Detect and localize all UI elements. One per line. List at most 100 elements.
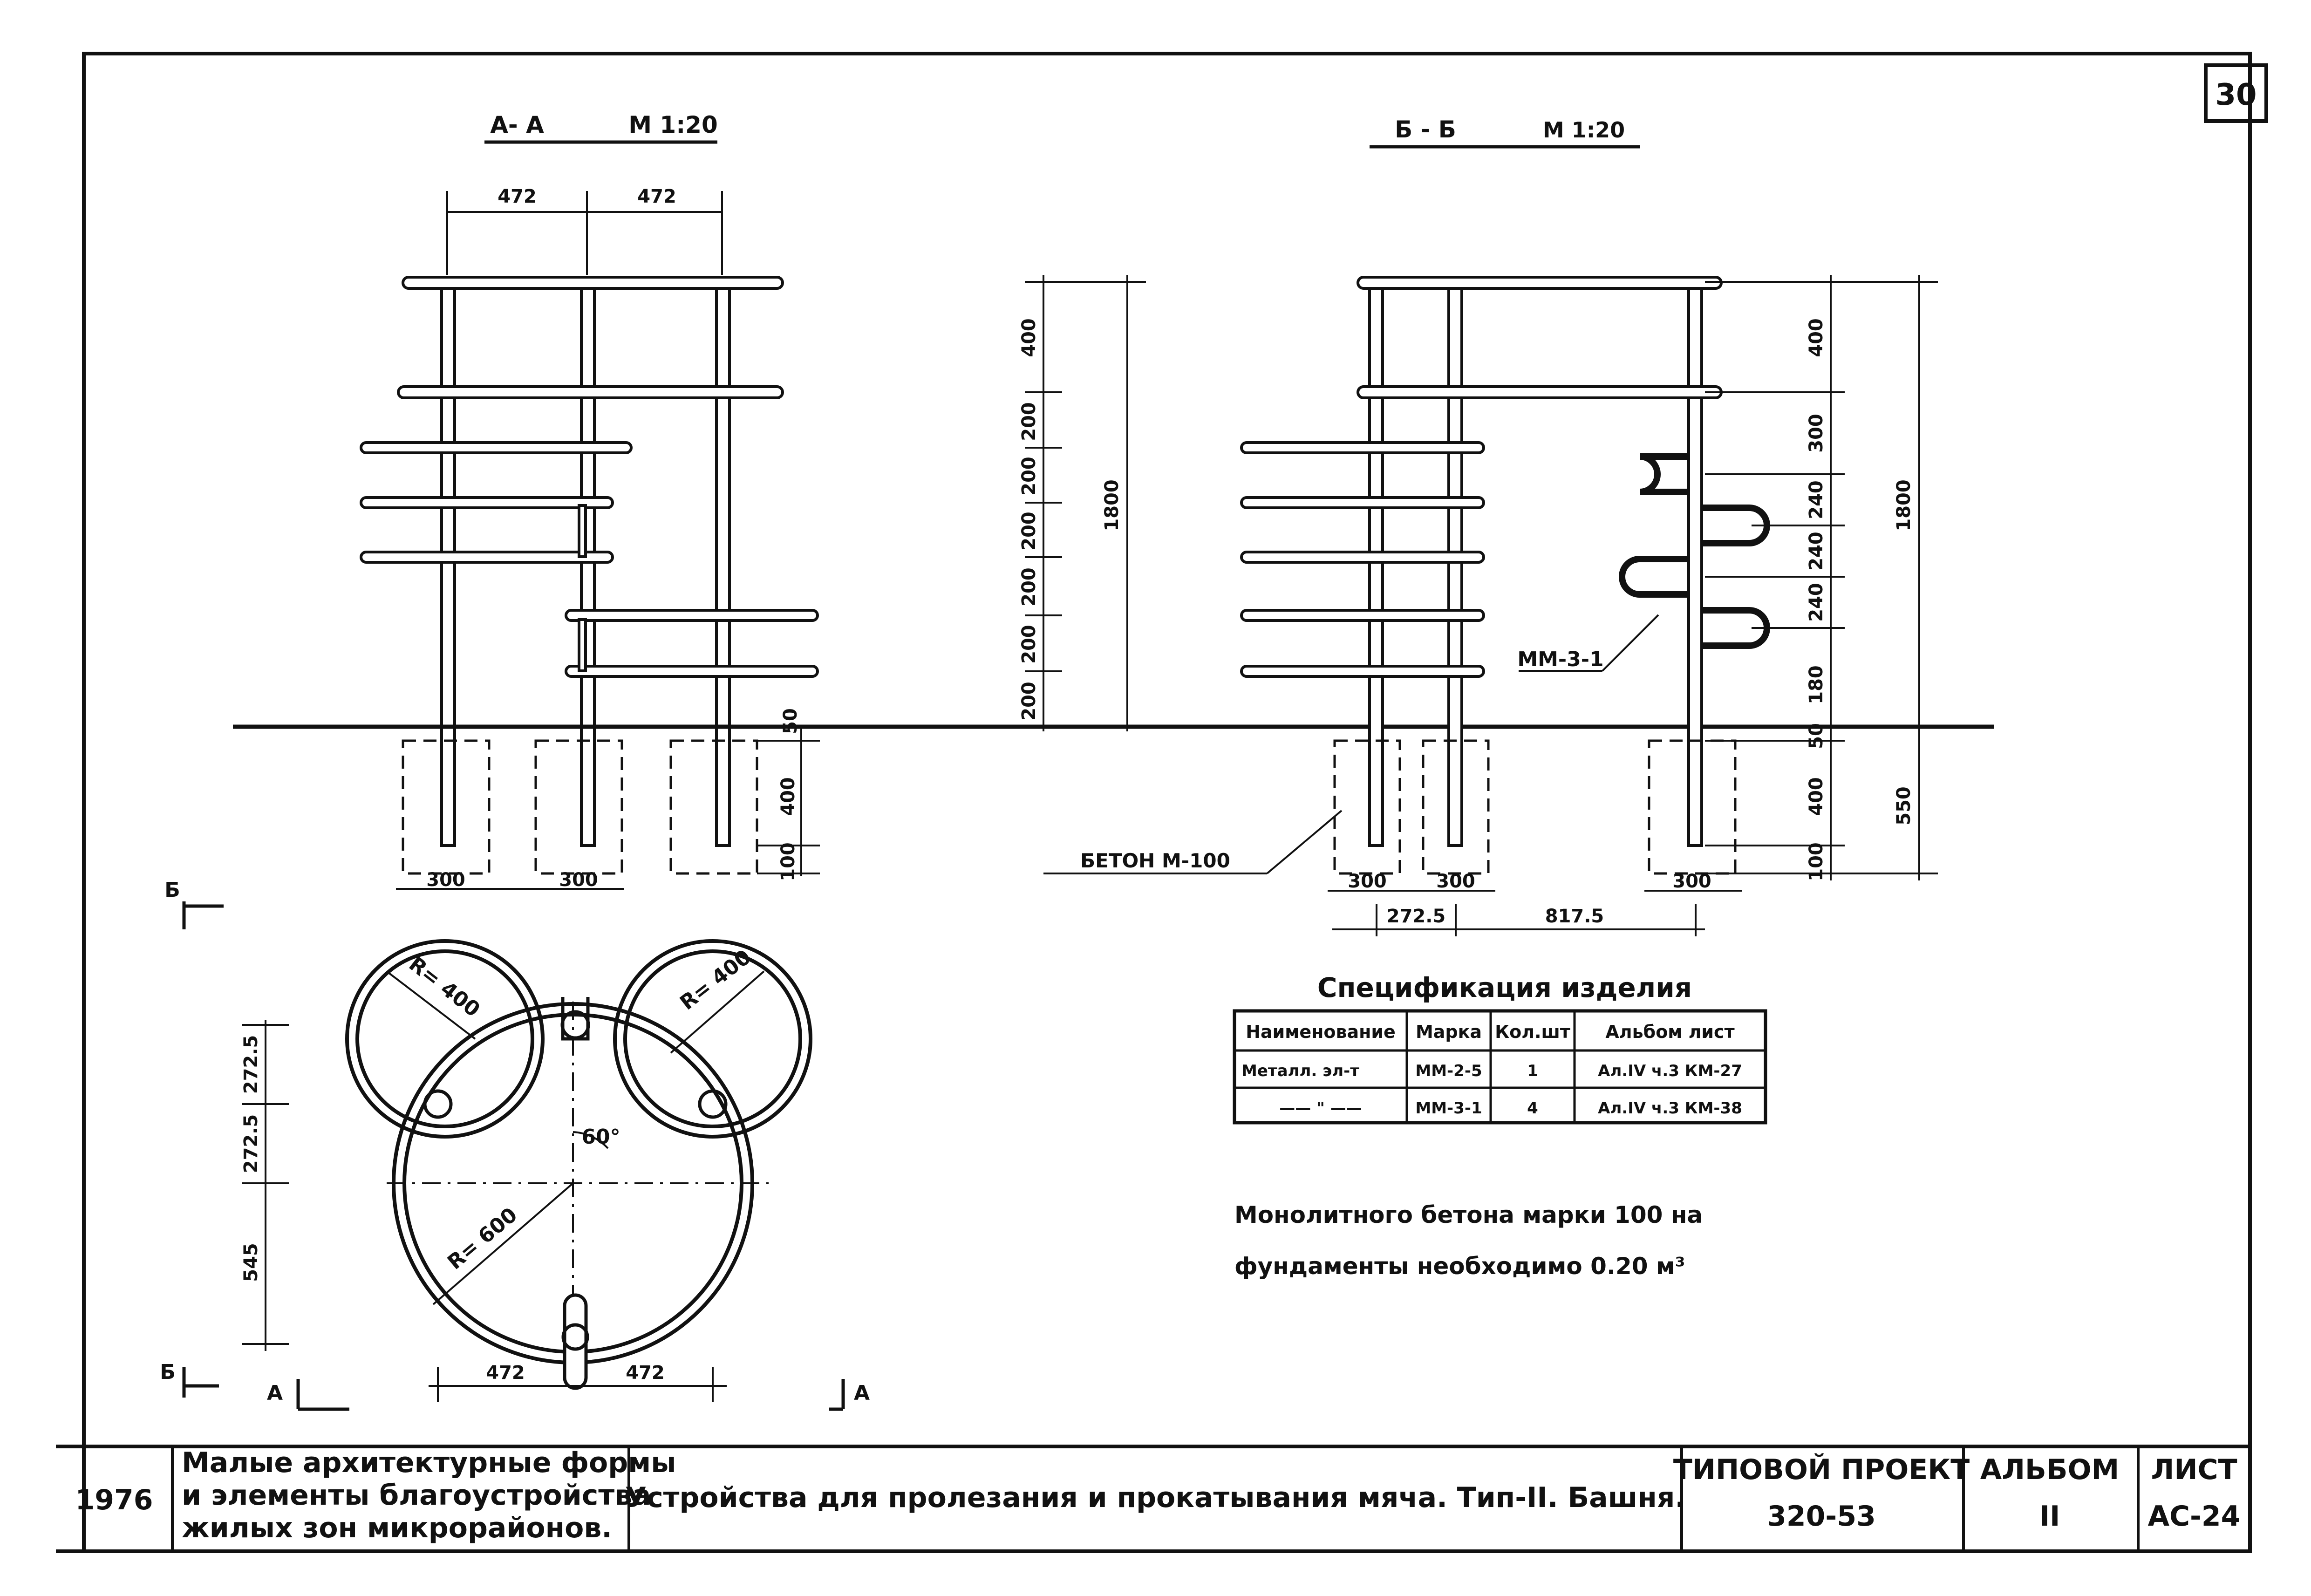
dim-label: 50	[1806, 723, 1827, 749]
ring-small-right	[613, 939, 812, 1139]
rung	[1240, 496, 1485, 509]
dim-label: 472	[486, 1362, 525, 1384]
dim-label: 200	[1018, 457, 1040, 496]
dim-label-total: 550	[1893, 786, 1915, 825]
ring-small-right-inner	[623, 949, 802, 1128]
section-aa-scale: М 1:20	[628, 111, 718, 138]
post-plan	[561, 1323, 589, 1351]
post-plan-rung	[561, 997, 590, 1041]
dim-label: 400	[777, 777, 799, 816]
dim-label: 817.5	[1545, 906, 1604, 927]
rung	[360, 441, 633, 454]
dim-label: 200	[1018, 402, 1040, 441]
rung	[402, 276, 784, 290]
dim-label: 472	[626, 1362, 665, 1384]
dim-label: 300	[1806, 414, 1827, 453]
spec-cell: ММ-2-5	[1415, 1062, 1482, 1080]
title-year: 1976	[75, 1484, 153, 1516]
leader-line	[1602, 614, 1659, 672]
footing	[402, 739, 491, 875]
post-plan	[698, 1089, 728, 1119]
radius-leader	[670, 970, 765, 1054]
dim-label: 240	[1806, 583, 1827, 622]
dim-label: 200	[1018, 682, 1040, 721]
footing	[534, 739, 623, 875]
post-right	[715, 280, 731, 847]
dim-label: 50	[780, 708, 801, 734]
rung	[565, 665, 819, 678]
spec-cell: —— " ——	[1279, 1099, 1362, 1118]
rung	[360, 551, 614, 564]
dim-label: 240	[1806, 480, 1827, 519]
plan-view: R= 400 R= 400 R= 600 60° 272.5 272.5 545…	[160, 878, 870, 1411]
dim-label: 545	[240, 1243, 262, 1282]
spec-header: Наименование	[1246, 1022, 1396, 1042]
album-value: II	[2039, 1500, 2060, 1533]
rung	[360, 496, 614, 509]
note-line-2: фундаменты необходимо 0.20 м³	[1234, 1253, 1685, 1280]
loop-element	[1619, 556, 1689, 598]
section-bb: Б - Б М 1:20 ММ-3-1 БЕТОН М-100	[1018, 116, 1938, 936]
dim-label: 240	[1806, 532, 1827, 571]
section-aa-title: А- А	[490, 111, 544, 138]
bracket	[578, 504, 587, 558]
section-bb-title: Б - Б	[1395, 116, 1456, 143]
dim-label: 272.5	[1387, 906, 1446, 927]
dim-label: 300	[1348, 871, 1387, 892]
drawing-title: Устройства для пролезания и прокатывания…	[625, 1481, 1685, 1514]
spec-cell: 4	[1527, 1099, 1538, 1118]
dim-label: 472	[637, 186, 676, 207]
radius-leader	[432, 1182, 574, 1305]
rung	[565, 609, 819, 622]
footing	[1422, 739, 1490, 875]
spec-title: Спецификация изделия	[1317, 972, 1692, 1003]
post-plan	[423, 1089, 453, 1119]
title-subject-3: жилых зон микрорайонов.	[182, 1512, 612, 1544]
bracket	[578, 618, 587, 672]
cut-label-a-left: А	[267, 1381, 283, 1405]
sheet-label: ЛИСТ	[2151, 1453, 2237, 1486]
project-value: 320-53	[1767, 1500, 1876, 1533]
dim-label: 100	[1806, 842, 1827, 881]
dim-label: 272.5	[240, 1114, 262, 1173]
footing	[1648, 739, 1737, 875]
ring-small-left	[345, 939, 545, 1139]
cut-label-a-right: А	[854, 1381, 870, 1405]
part-mark: ММ-3-1	[1517, 648, 1603, 671]
dim-label: 180	[1806, 665, 1827, 704]
leader-line	[1266, 810, 1343, 874]
rung	[1240, 551, 1485, 564]
spec-cell: Металл. эл-т	[1241, 1062, 1359, 1080]
angle-arc	[573, 1131, 609, 1149]
spec-header: Кол.шт	[1495, 1022, 1570, 1042]
dim-label: 272.5	[240, 1035, 262, 1094]
title-block: 1976 Малые архитектурные формы и элемент…	[56, 1445, 2250, 1553]
album-label: АЛЬБОМ	[1980, 1453, 2119, 1486]
post-plan-rung	[563, 1293, 588, 1390]
sheet-value: АС-24	[2148, 1500, 2241, 1533]
spec-cell: ММ-3-1	[1415, 1099, 1482, 1118]
radius-label: R= 400	[404, 952, 484, 1022]
dim-label: 200	[1018, 512, 1040, 551]
spec-header: Альбом лист	[1605, 1022, 1734, 1042]
footing	[669, 739, 758, 875]
project-label: ТИПОВОЙ ПРОЕКТ	[1673, 1453, 1970, 1486]
rung	[1240, 441, 1485, 454]
rung	[1357, 385, 1723, 399]
dim-label: 200	[1018, 625, 1040, 664]
sheet-number-box	[2204, 63, 2268, 123]
spec-header: Марка	[1416, 1022, 1482, 1042]
ring-small-left-inner	[355, 949, 534, 1128]
dim-label: 300	[1436, 871, 1475, 892]
dim-label-total: 1800	[1893, 479, 1915, 531]
spec-frame	[1233, 1009, 1767, 1125]
dim-label: 200	[1018, 567, 1040, 607]
cut-label-b-top: Б	[164, 878, 180, 902]
note-line-1: Монолитного бетона марки 100 на	[1234, 1201, 1703, 1228]
dim-label: 300	[426, 869, 465, 891]
dim-label: 400	[1806, 777, 1827, 816]
spec-cell: 1	[1527, 1062, 1538, 1080]
dim-label: 400	[1018, 318, 1040, 357]
sheet-number: 30	[2215, 78, 2256, 112]
spec-table: Спецификация изделия Наименование Марка …	[1233, 972, 1767, 1125]
